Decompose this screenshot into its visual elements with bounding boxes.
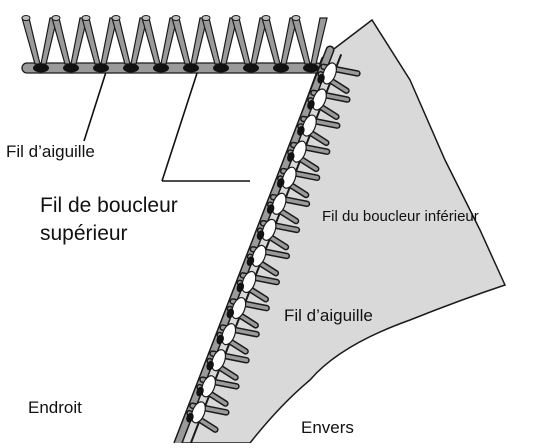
label-upper-looper-thread: Fil de boucleur supérieur [40, 192, 178, 248]
lower-looper-loop [211, 349, 227, 372]
diagonal-needle-knot [206, 360, 214, 371]
label-upper-looper-line1: Fil de boucleur [40, 194, 178, 217]
label-needle-thread-top: Fil d’aiguille [6, 142, 95, 161]
lower-looper-loop [251, 244, 267, 267]
lower-looper-loop [241, 270, 257, 294]
top-stitch-leg [21, 17, 41, 65]
top-stitch-leg [51, 17, 71, 65]
diagonal-needle-knot [196, 386, 204, 397]
top-loop [231, 15, 241, 21]
diagonal-needle-knot [317, 73, 325, 84]
top-loop [21, 15, 31, 21]
lower-looper-loop [190, 401, 206, 424]
top-loop [171, 15, 181, 21]
top-needle-knot [153, 63, 169, 73]
diagonal-stitch-row [173, 45, 361, 448]
diagonal-needle-knot [297, 126, 305, 136]
lower-looper-loop [221, 323, 237, 346]
lower-looper-loop [311, 88, 327, 111]
diagonal-needle-knot [276, 178, 285, 188]
top-needle-knot [303, 63, 319, 73]
lower-looper-loop [281, 166, 297, 189]
diagonal-needle-knot [186, 412, 194, 423]
diagonal-needle-knot [287, 152, 295, 162]
top-stitch-leg [231, 17, 251, 65]
diagonal-needle-knot [266, 204, 275, 214]
top-needle-knot [273, 63, 289, 73]
label-right-side: Endroit [28, 398, 82, 417]
lower-looper-loop [201, 375, 216, 398]
label-lower-looper-thread: Fil du boucleur inférieur [322, 208, 479, 225]
top-loop [111, 15, 121, 21]
top-needle-knot [213, 63, 229, 73]
top-stitch-leg [201, 17, 221, 65]
top-needle-knot [33, 63, 49, 73]
top-loop [201, 15, 211, 21]
diagonal-needle-knot [236, 282, 245, 293]
fabric-wrong-side [178, 18, 507, 444]
top-needle-knot [93, 63, 109, 73]
top-stitch-leg [171, 17, 191, 65]
diagonal-needle-knot [256, 230, 265, 240]
upper-looper-leader-line [161, 63, 201, 182]
top-needle-knot [123, 63, 139, 73]
top-stitch-leg [141, 17, 161, 65]
lower-looper-loop [271, 192, 287, 215]
diagonal-needle-knot [216, 334, 224, 345]
diagonal-needle-knot [226, 308, 235, 319]
top-loop [81, 15, 91, 21]
diagonal-needle-knot [307, 99, 315, 110]
top-loop [291, 15, 301, 21]
top-stitch-leg [261, 17, 281, 65]
lower-looper-loop [231, 296, 247, 320]
lower-looper-loop [261, 218, 277, 241]
top-needle-knot [183, 63, 199, 73]
top-stitch-leg [291, 17, 311, 65]
lower-looper-loop [291, 140, 307, 163]
label-upper-looper-line2: supérieur [40, 222, 128, 245]
lower-looper-loop [301, 114, 317, 137]
top-stitch-leg [111, 17, 131, 65]
needle-thread-top-leader-line [83, 71, 107, 142]
top-needle-knot [63, 63, 79, 73]
label-needle-thread-mid: Fil d’aiguille [284, 306, 373, 325]
label-wrong-side: Envers [301, 418, 354, 437]
top-needle-knot [243, 63, 259, 73]
top-stitch-leg [310, 17, 328, 65]
lower-looper-loop [322, 62, 337, 85]
diagonal-needle-knot [246, 256, 255, 267]
top-stitch-row [21, 15, 328, 74]
top-loop [141, 15, 151, 21]
top-stitch-leg [81, 17, 101, 65]
top-loop [51, 15, 61, 21]
top-loop [261, 15, 271, 21]
